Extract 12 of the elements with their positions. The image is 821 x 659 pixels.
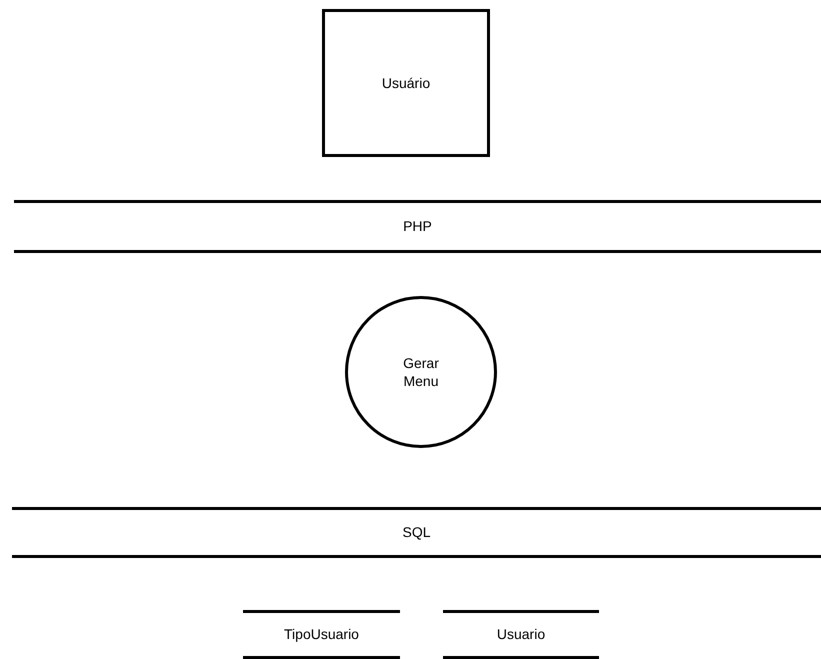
node-label: SQL xyxy=(402,523,430,542)
node-label: Gerar Menu xyxy=(402,354,440,390)
node-label: Usuario xyxy=(496,625,546,644)
layer-band xyxy=(14,200,821,253)
node-label: PHP xyxy=(403,217,432,236)
process-circle xyxy=(345,296,497,448)
layer-band xyxy=(12,507,821,558)
entity-box xyxy=(322,9,490,157)
node-label: TipoUsuario xyxy=(284,625,359,644)
data-store xyxy=(243,610,400,659)
data-store xyxy=(443,610,599,659)
node-label: Usuário xyxy=(382,74,430,92)
